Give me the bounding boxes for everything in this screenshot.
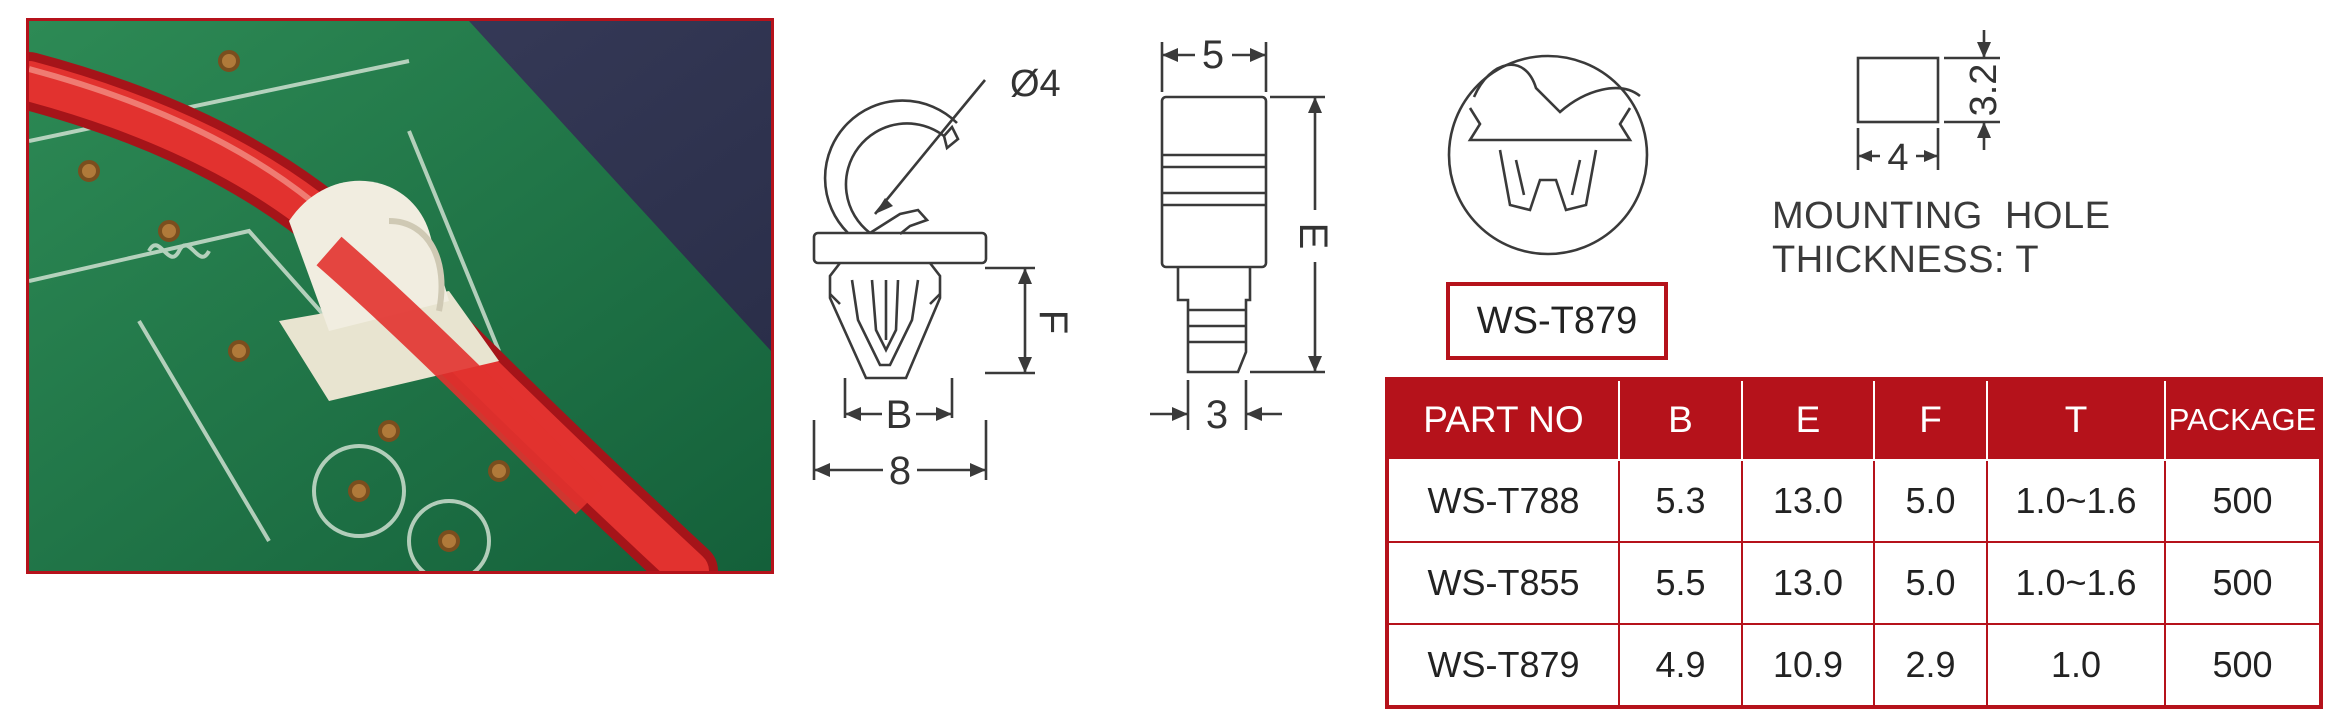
cell-e: 10.9 [1741,623,1875,708]
header-f: F [1873,378,1988,461]
table-row: WS-T855 5.5 13.0 5.0 1.0~1.6 500 [1386,541,2322,625]
cell-t: 1.0 [1986,623,2166,708]
dim-f-label: F [1031,310,1075,334]
cell-t: 1.0~1.6 [1986,541,2166,625]
cell-part-no: WS-T879 [1386,623,1620,708]
cell-e: 13.0 [1741,459,1875,543]
cell-b: 5.5 [1618,541,1743,625]
dim-3-label: 3 [1206,393,1228,437]
header-t: T [1986,378,2166,461]
header-b: B [1618,378,1743,461]
cell-b: 4.9 [1618,623,1743,708]
mounting-hole-view [1856,30,2000,170]
cell-e: 13.0 [1741,541,1875,625]
table-header-row: PART NO B E F T PACKAGE [1386,378,2322,461]
front-view [812,79,1035,480]
header-part-no: PART NO [1386,378,1620,461]
header-e: E [1741,378,1875,461]
product-photo [26,18,774,574]
cell-package: 500 [2164,541,2322,625]
cell-package: 500 [2164,623,2322,708]
mounting-note-line2: THICKNESS: T [1772,239,2040,281]
cell-f: 5.0 [1873,459,1988,543]
cell-b: 5.3 [1618,459,1743,543]
dim-4-label: 4 [1887,137,1908,179]
cell-part-no: WS-T855 [1386,541,1620,625]
cell-f: 5.0 [1873,541,1988,625]
dim-5-label: 5 [1202,33,1224,77]
cell-t: 1.0~1.6 [1986,459,2166,543]
table-row: WS-T879 4.9 10.9 2.9 1.0 500 [1386,623,2322,708]
header-package: PACKAGE [2164,378,2322,461]
dim-b-label: B [886,393,913,437]
model-label: WS-T879 [1476,299,1638,342]
dim-8-label: 8 [889,449,911,493]
dim-e-label: E [1291,223,1335,250]
model-label-box: WS-T879 [1446,282,1668,360]
diameter-label: Ø4 [1010,63,1061,105]
dim-32-label: 3.2 [1963,64,2005,117]
table-row: WS-T788 5.3 13.0 5.0 1.0~1.6 500 [1386,459,2322,543]
mounting-note: MOUNTING HOLE THICKNESS: T [1772,194,2110,282]
spec-table: PART NO B E F T PACKAGE WS-T788 5.3 13.0… [1385,377,2323,709]
top-view [1447,54,1649,256]
cell-package: 500 [2164,459,2322,543]
cell-f: 2.9 [1873,623,1988,708]
mounting-note-line1: MOUNTING HOLE [1772,195,2111,237]
cell-part-no: WS-T788 [1386,459,1620,543]
side-view [1150,42,1325,430]
